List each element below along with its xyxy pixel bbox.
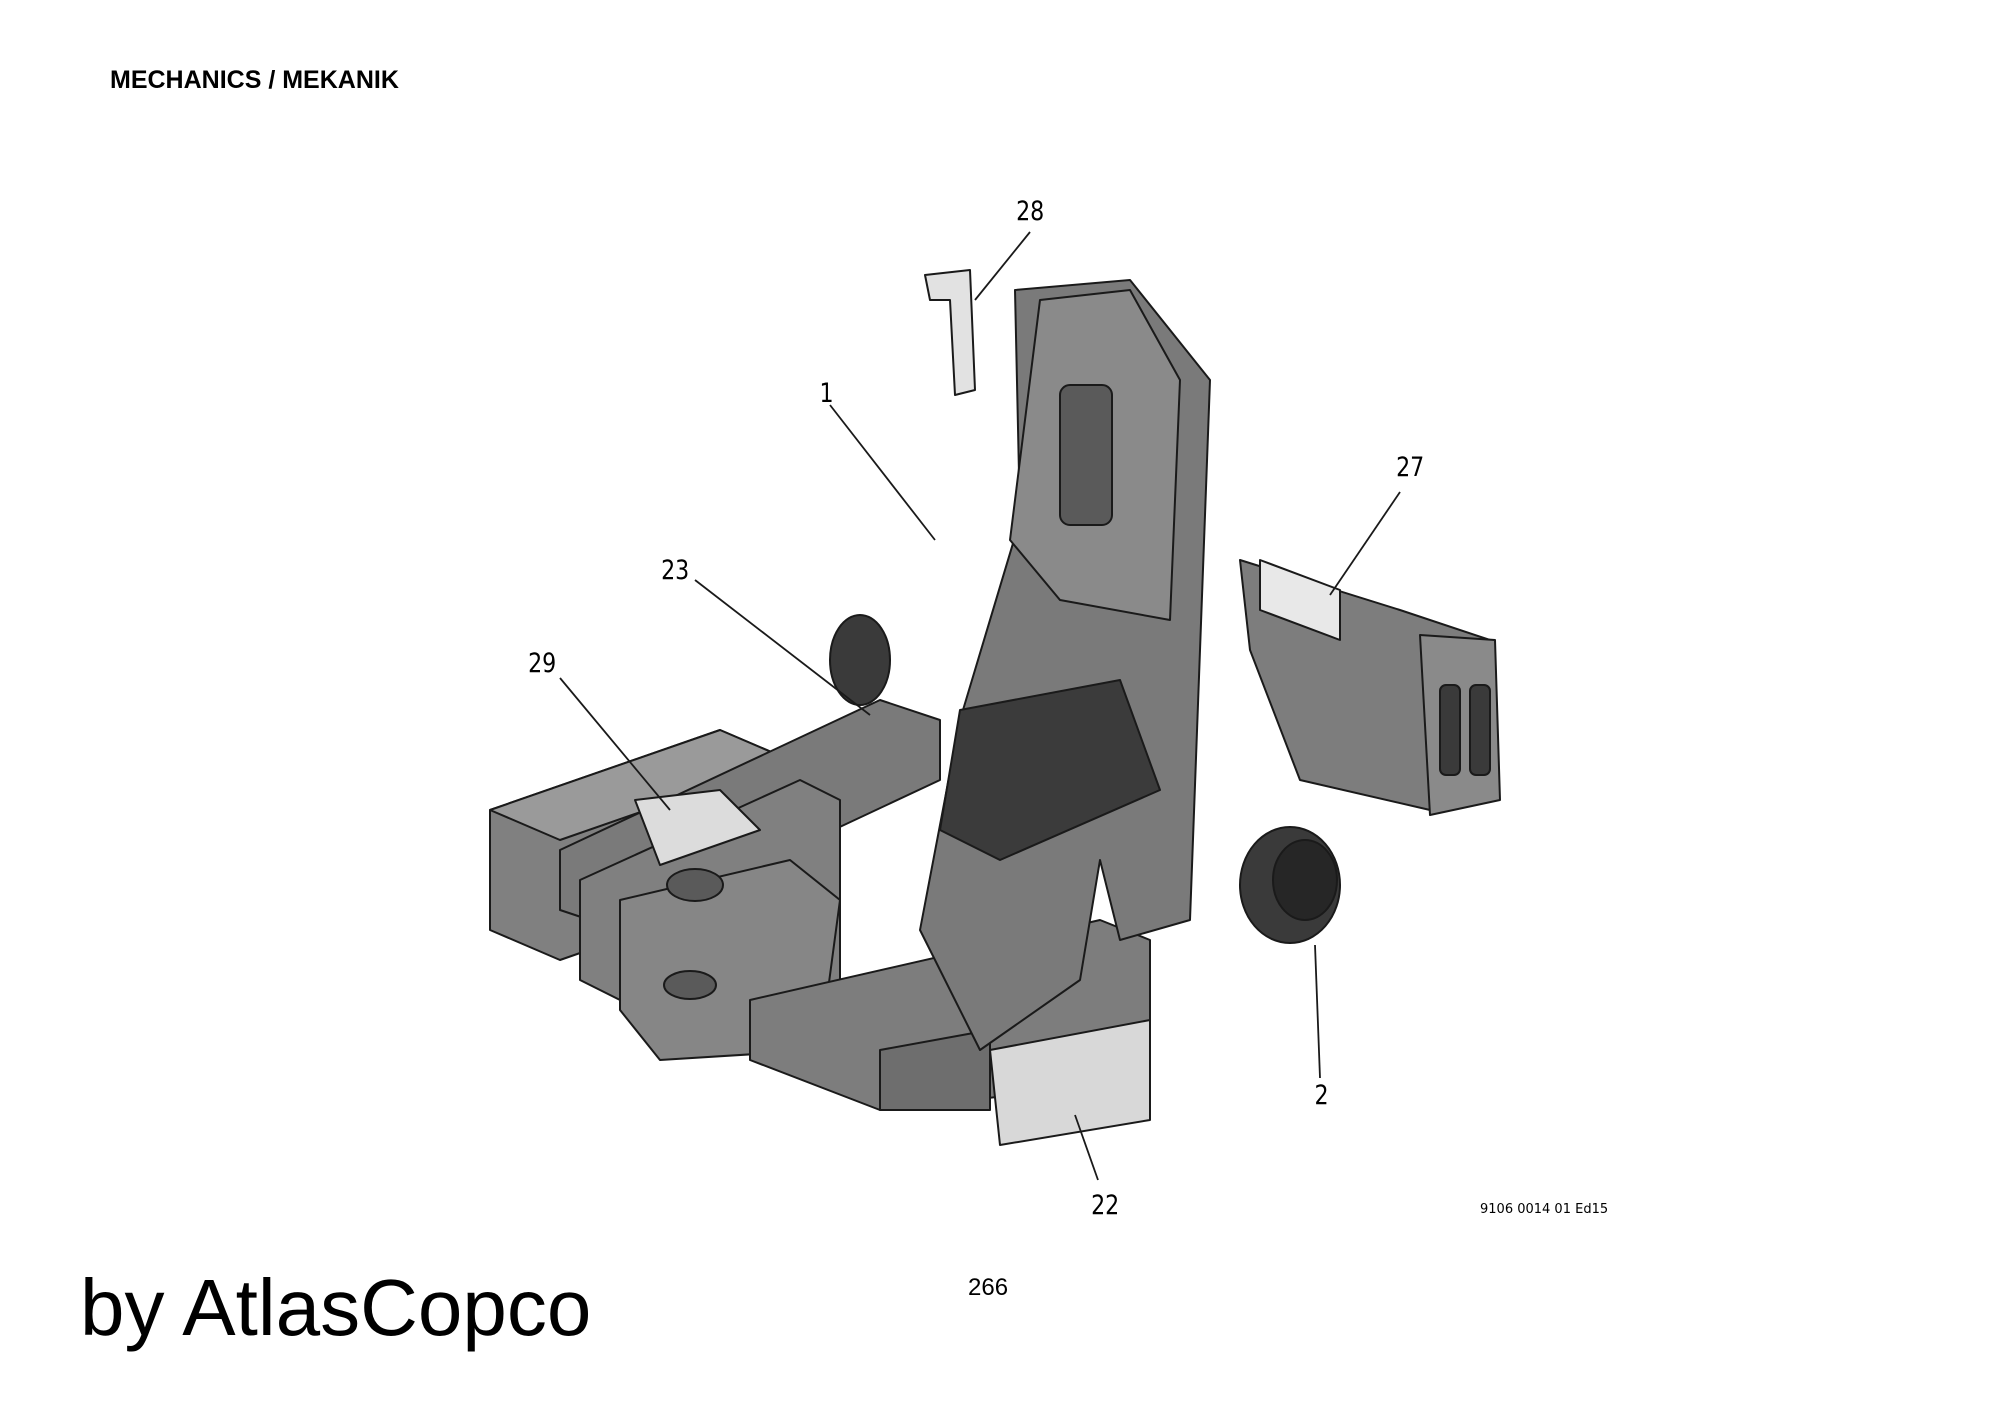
hitch-hole-lower (663, 970, 717, 1000)
bracket-27 (1259, 559, 1341, 641)
step-22 (989, 1019, 1151, 1146)
plate-29 (634, 789, 761, 866)
callout-28: 28 (1016, 196, 1045, 227)
hitch-hole-upper (666, 868, 724, 902)
callout-1: 1 (819, 378, 834, 409)
callout-22: 22 (1091, 1190, 1120, 1221)
flange-slot-a (1439, 684, 1461, 776)
transmission (939, 679, 1161, 861)
callout-23: 23 (661, 555, 690, 586)
section-title: MECHANICS / MEKANIK (110, 66, 399, 94)
watermark: by AtlasCopco (80, 1263, 592, 1352)
drawing-reference: 9106 0014 01 Ed15 (1480, 1202, 1609, 1217)
callout-2: 2 (1314, 1080, 1329, 1111)
wheel-hub-left (829, 614, 891, 706)
callout-29: 29 (528, 648, 557, 679)
flange-slot-b (1469, 684, 1491, 776)
callout-27: 27 (1396, 452, 1425, 483)
bracket-28 (924, 269, 976, 396)
page-number: 266 (968, 1274, 1009, 1301)
leader-lines (559, 231, 1401, 1181)
arch-window (1059, 384, 1113, 526)
rear-counterweight-right (879, 1029, 991, 1111)
